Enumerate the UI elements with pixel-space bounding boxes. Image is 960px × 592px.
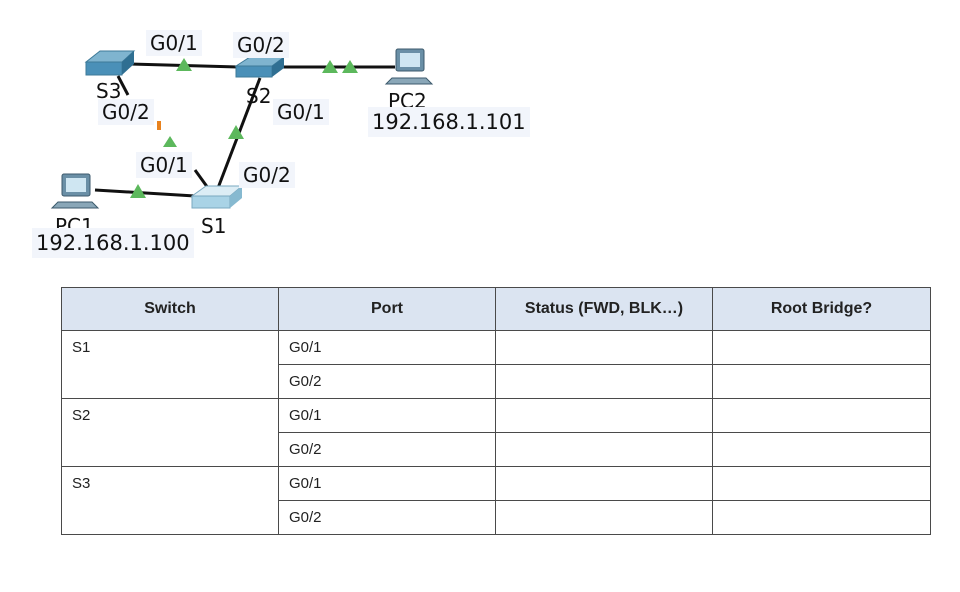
- status-cell[interactable]: [495, 364, 713, 399]
- link-up-indicator: [163, 136, 177, 147]
- device-label-s3: S3: [96, 79, 122, 103]
- ip-label-pc1: 192.168.1.100: [32, 228, 194, 258]
- port-label-s1-g01: G0/1: [136, 152, 192, 178]
- root-bridge-cell[interactable]: [712, 500, 931, 535]
- port-label-s3-g01: G0/1: [146, 30, 202, 56]
- device-label-s2: S2: [246, 84, 272, 108]
- port-label-s3-g02: G0/2: [98, 99, 154, 125]
- link-up-indicator: [228, 125, 244, 139]
- table-row: S2 G0/1: [61, 398, 931, 467]
- table-row: S1 G0/1: [61, 330, 931, 399]
- table-row: S3 G0/1: [61, 466, 931, 535]
- port-cell: G0/1: [278, 398, 496, 433]
- pc2-icon[interactable]: [384, 48, 434, 85]
- link-pc1-s1: [94, 188, 196, 198]
- port-cell: G0/1: [278, 466, 496, 501]
- link-up-indicator: [342, 60, 358, 73]
- status-cell[interactable]: [495, 330, 713, 365]
- switch-s2-icon[interactable]: [234, 56, 286, 78]
- port-cell: G0/2: [278, 364, 496, 399]
- table-row: G0/2: [62, 364, 931, 399]
- port-label-s1-g02: G0/2: [239, 162, 295, 188]
- root-bridge-cell[interactable]: [712, 364, 931, 399]
- link-up-indicator: [322, 60, 338, 73]
- port-label-s2-g01: G0/1: [273, 99, 329, 125]
- port-cell: G0/2: [278, 500, 496, 535]
- link-s3-s1-lower: [193, 169, 210, 189]
- table-row: G0/2: [62, 500, 931, 535]
- switch-cell: S1: [61, 330, 279, 399]
- port-status-table: Switch Port Status (FWD, BLK…) Root Brid…: [61, 287, 931, 535]
- device-label-pc2: PC2: [388, 89, 427, 113]
- header-root-bridge: Root Bridge?: [712, 287, 931, 331]
- link-blocked-indicator: [157, 121, 161, 130]
- port-cell: G0/1: [278, 330, 496, 365]
- root-bridge-cell[interactable]: [712, 330, 931, 365]
- switch-s3-icon[interactable]: [84, 50, 136, 76]
- link-up-indicator: [130, 184, 146, 198]
- root-bridge-cell[interactable]: [712, 466, 931, 501]
- status-cell[interactable]: [495, 398, 713, 433]
- link-s3-s1: [116, 75, 130, 96]
- status-cell[interactable]: [495, 466, 713, 501]
- pc1-icon[interactable]: [50, 173, 100, 209]
- switch-cell: S2: [61, 398, 279, 467]
- status-cell[interactable]: [495, 432, 713, 467]
- table-row: G0/2: [62, 432, 931, 467]
- header-port: Port: [278, 287, 496, 331]
- network-topology: S3 S2 S1 PC2 PC1 G0/1 G0/2 G0/2 G0/1 G0/…: [0, 0, 960, 280]
- switch-cell: S3: [61, 466, 279, 535]
- ip-label-pc2: 192.168.1.101: [368, 107, 530, 137]
- topology-canvas: [50, 48, 434, 209]
- device-label-s1: S1: [201, 214, 227, 238]
- status-cell[interactable]: [495, 500, 713, 535]
- link-up-indicator: [176, 58, 192, 71]
- header-status: Status (FWD, BLK…): [495, 287, 713, 331]
- header-switch: Switch: [61, 287, 279, 331]
- switch-s1-icon[interactable]: [190, 185, 244, 209]
- root-bridge-cell[interactable]: [712, 398, 931, 433]
- port-label-s2-g02: G0/2: [233, 32, 289, 58]
- table-header-row: Switch Port Status (FWD, BLK…) Root Brid…: [61, 287, 931, 331]
- root-bridge-cell[interactable]: [712, 432, 931, 467]
- port-cell: G0/2: [278, 432, 496, 467]
